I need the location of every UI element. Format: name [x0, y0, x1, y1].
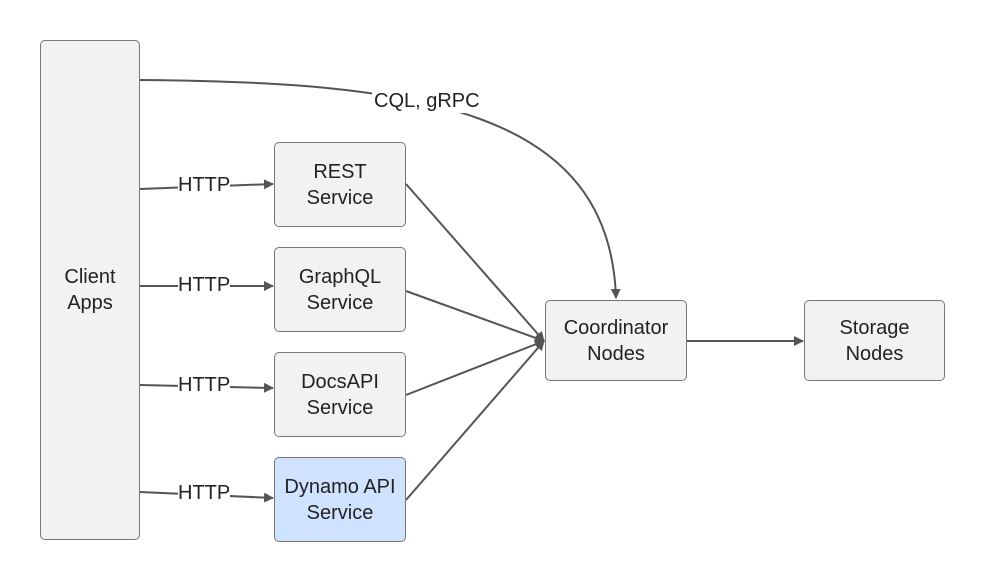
node-rest-service: REST Service [274, 142, 406, 227]
edge-client-to-coordinator-cql [139, 79, 621, 299]
node-docsapi-line2: Service [306, 396, 374, 419]
node-graphql-service: GraphQL Service [274, 247, 406, 332]
node-storage-line1: Storage [839, 316, 910, 339]
node-rest-line2: Service [306, 186, 374, 209]
edge-docsapi-to-coordinator [405, 339, 545, 396]
edge-label-http-dynamo: HTTP [178, 481, 231, 505]
node-docsapi-line1: DocsAPI [301, 370, 379, 393]
edge-label-http-docsapi: HTTP [178, 373, 231, 397]
node-dynamo-line1: Dynamo API [284, 475, 396, 498]
node-rest-line1: REST [313, 160, 367, 183]
edge-graphql-to-coordinator [405, 290, 545, 343]
node-dynamo-api-service: Dynamo API Service [274, 457, 406, 542]
node-graphql-line2: Service [306, 291, 374, 314]
node-client-apps-line1: Client [64, 266, 116, 288]
edge-rest-to-coordinator [405, 183, 545, 342]
node-coordinator-line1: Coordinator [563, 316, 669, 339]
edge-dynamo-to-coordinator [405, 340, 545, 501]
node-dynamo-line2: Service [306, 501, 374, 524]
node-storage-line2: Nodes [845, 342, 904, 365]
node-graphql-line1: GraphQL [298, 265, 382, 288]
node-client-apps-line2: Apps [67, 292, 113, 314]
edge-label-http-rest: HTTP [178, 173, 231, 197]
node-coordinator-line2: Nodes [587, 342, 645, 365]
edge-label-http-graphql: HTTP [178, 273, 231, 297]
edge-label-cql-grpc: CQL, gRPC [372, 89, 482, 113]
node-docsapi-service: DocsAPI Service [274, 352, 406, 437]
